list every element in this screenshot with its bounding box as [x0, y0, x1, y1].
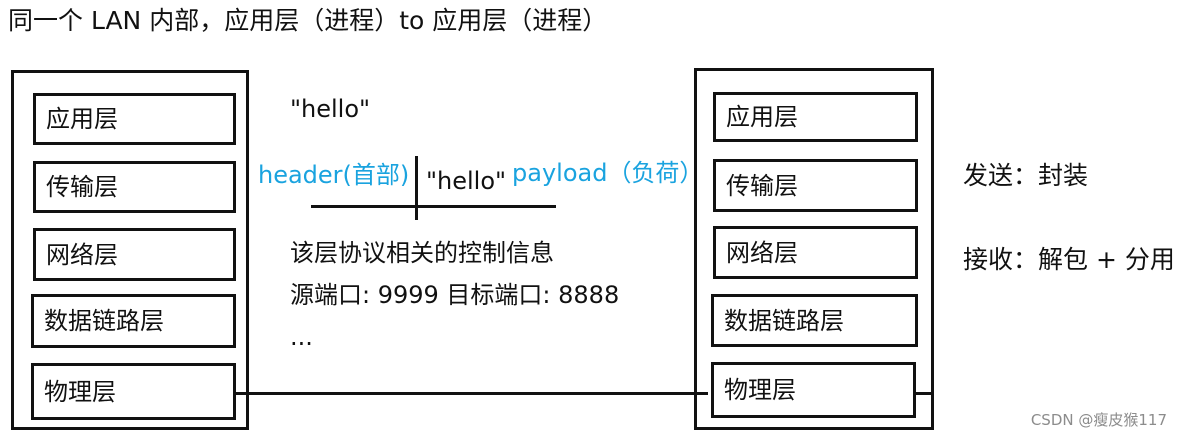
packet-payload-text: "hello"	[426, 167, 507, 195]
top-payload-text: "hello"	[290, 95, 371, 123]
left-network-layer: 网络层	[33, 228, 236, 281]
header-info-line-2: 源端口: 9999 目标端口: 8888	[290, 281, 620, 309]
left-application-layer: 应用层	[33, 93, 236, 145]
header-info-line-1: 该层协议相关的控制信息	[290, 239, 554, 267]
left-protocol-stack: 应用层 传输层 网络层 数据链路层 物理层	[11, 70, 249, 430]
header-label: header(首部)	[258, 161, 410, 189]
diagram-title: 同一个 LAN 内部，应用层（进程）to 应用层（进程）	[8, 6, 608, 35]
packet-baseline	[311, 205, 556, 208]
watermark: CSDN @瘦皮猴117	[1030, 411, 1167, 429]
packet-divider-vertical	[415, 156, 418, 220]
receive-note: 接收：解包 + 分用	[963, 245, 1175, 274]
physical-link-line-right	[913, 392, 934, 395]
send-note: 发送：封装	[963, 161, 1089, 190]
right-transport-layer: 传输层	[713, 159, 918, 212]
right-data-link-layer: 数据链路层	[711, 294, 918, 347]
left-data-link-layer: 数据链路层	[31, 294, 236, 348]
payload-label: payload（负荷）	[512, 159, 704, 187]
right-physical-layer: 物理层	[711, 362, 916, 418]
left-physical-layer: 物理层	[31, 363, 236, 420]
right-application-layer: 应用层	[713, 92, 918, 142]
right-network-layer: 网络层	[713, 226, 918, 279]
physical-link-line-left	[236, 392, 708, 395]
header-info-line-3: ...	[290, 323, 313, 351]
left-transport-layer: 传输层	[33, 161, 236, 213]
right-protocol-stack: 应用层 传输层 网络层 数据链路层 物理层	[694, 68, 934, 430]
